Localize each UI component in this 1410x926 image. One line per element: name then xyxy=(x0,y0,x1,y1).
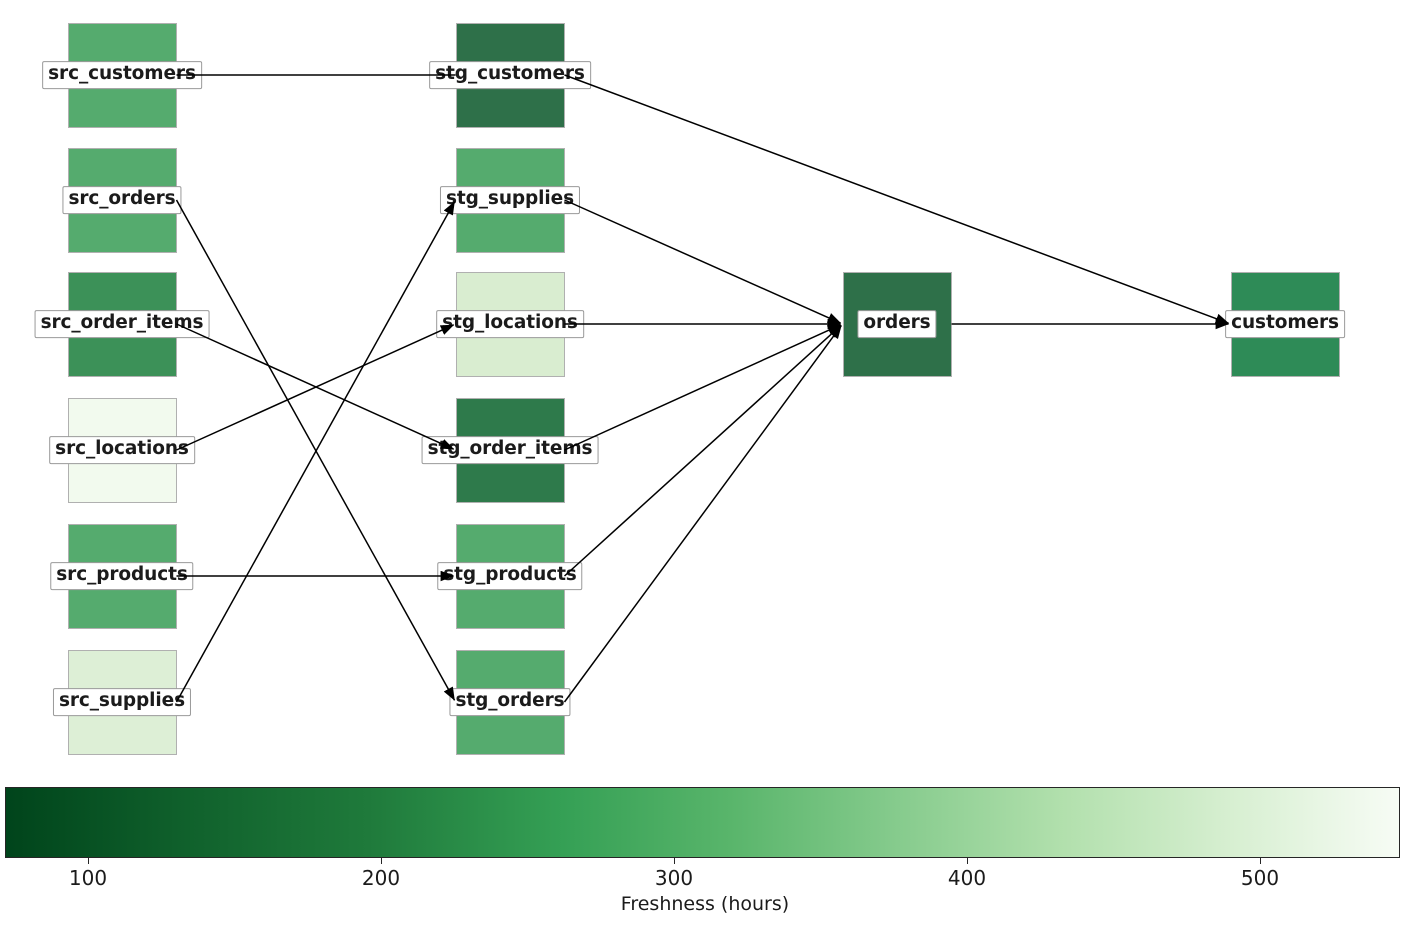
edge-src_orders-to-stg_orders xyxy=(175,199,456,701)
colorbar-tick-label-400: 400 xyxy=(947,866,987,890)
node-label-src_locations: src_locations xyxy=(49,436,195,464)
colorbar-tick-label-100: 100 xyxy=(68,866,108,890)
colorbar-tick-400 xyxy=(967,858,969,864)
colorbar-title-label: Freshness (hours) xyxy=(620,893,790,915)
colorbar-tick-200 xyxy=(381,858,383,864)
edge-stg_supplies-to-orders xyxy=(564,199,842,324)
node-label-src_supplies: src_supplies xyxy=(52,688,192,716)
colorbar-gradient xyxy=(5,787,1400,858)
edge-src_locations-to-stg_locations xyxy=(176,324,455,451)
node-label-stg_orders: stg_orders xyxy=(449,688,571,716)
colorbar-tick-label-300: 300 xyxy=(654,866,694,890)
node-label-stg_locations: stg_locations xyxy=(436,310,584,338)
node-label-src_customers: src_customers xyxy=(42,61,202,89)
node-label-src_orders: src_orders xyxy=(62,186,182,214)
node-label-stg_products: stg_products xyxy=(437,562,583,590)
edge-src_order_items-to-stg_order_items xyxy=(176,323,455,450)
edge-stg_products-to-orders xyxy=(563,324,842,577)
colorbar-tick-label-500: 500 xyxy=(1240,866,1280,890)
edge-stg_orders-to-orders xyxy=(563,325,842,703)
node-label-src_products: src_products xyxy=(50,562,194,590)
edge-src_supplies-to-stg_supplies xyxy=(175,201,456,703)
node-label-customers: customers xyxy=(1225,310,1345,338)
edge-stg_customers-to-customers xyxy=(564,74,1230,325)
node-label-stg_customers: stg_customers xyxy=(429,61,591,89)
colorbar-tick-500 xyxy=(1260,858,1262,864)
colorbar-tick-300 xyxy=(674,858,676,864)
colorbar-tick-100 xyxy=(88,858,90,864)
edge-stg_order_items-to-orders xyxy=(564,324,842,451)
node-label-stg_supplies: stg_supplies xyxy=(439,186,581,214)
colorbar: 100 200 300 400 500 xyxy=(5,787,1400,890)
node-label-src_order_items: src_order_items xyxy=(34,310,210,338)
colorbar-tick-label-200: 200 xyxy=(361,866,401,890)
node-label-orders: orders xyxy=(857,310,937,338)
